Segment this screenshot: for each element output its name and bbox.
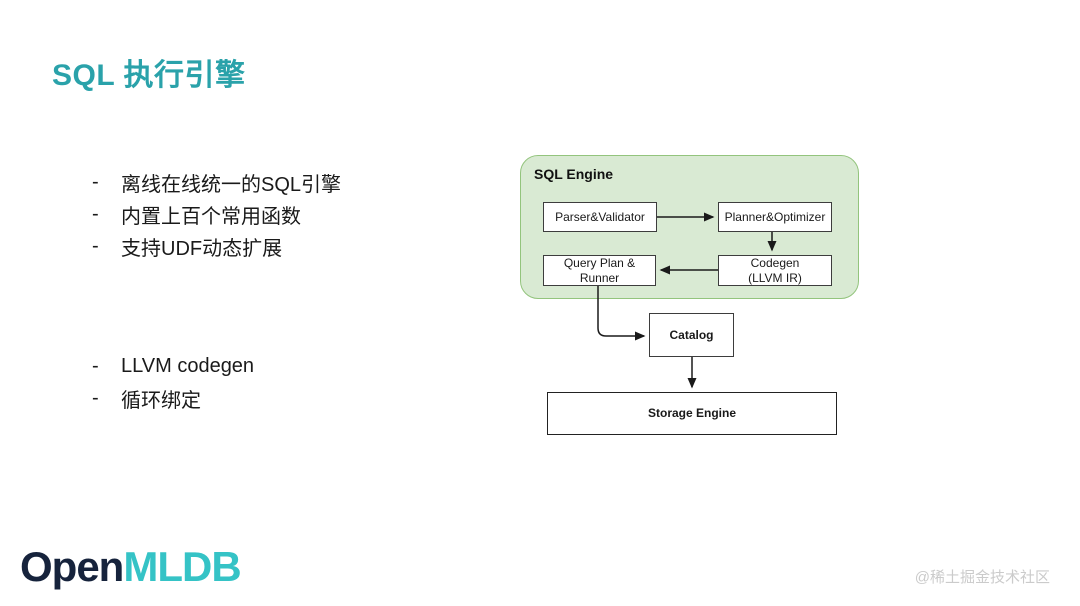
bullet-marker: - [92, 386, 99, 409]
bullet-text: LLVM codegen [121, 354, 255, 377]
node-planner-optimizer: Planner&Optimizer [718, 202, 832, 232]
list-item: - 支持UDF动态扩展 [92, 230, 341, 262]
bullet-text: 循环绑定 [121, 389, 201, 412]
watermark: @稀土掘金技术社区 [914, 569, 1050, 586]
page-title: SQL 执行引擎 [52, 59, 246, 92]
node-codegen-llvm-ir: Codegen (LLVM IR) [718, 255, 832, 286]
node-query-plan-runner: Query Plan & Runner [543, 255, 656, 286]
bullet-text: 离线在线统一的SQL引擎 [121, 173, 342, 196]
list-item: - 内置上百个常用函数 [92, 198, 341, 230]
logo-text-mldb: MLDB [123, 543, 241, 590]
logo-text-open: Open [20, 543, 124, 590]
sql-engine-container-label: SQL Engine [534, 166, 614, 182]
bullet-marker: - [92, 234, 99, 257]
bullet-text: 支持UDF动态扩展 [121, 237, 283, 260]
node-catalog: Catalog [649, 313, 734, 357]
list-item: - LLVM codegen [92, 350, 254, 382]
bullet-list-bottom: - LLVM codegen - 循环绑定 [92, 350, 254, 414]
bullet-marker: - [92, 354, 99, 377]
node-parser-validator: Parser&Validator [543, 202, 657, 232]
list-item: - 离线在线统一的SQL引擎 [92, 166, 341, 198]
node-storage-engine: Storage Engine [547, 392, 837, 435]
sql-engine-diagram: SQL Engine Parser&Validator Planner&Opti… [500, 140, 880, 450]
bullet-list-top: - 离线在线统一的SQL引擎 - 内置上百个常用函数 - 支持UDF动态扩展 [92, 166, 341, 262]
bullet-text: 内置上百个常用函数 [121, 205, 301, 228]
list-item: - 循环绑定 [92, 382, 254, 414]
openmldb-logo: OpenMLDB [20, 543, 242, 590]
bullet-marker: - [92, 202, 99, 225]
bullet-marker: - [92, 170, 99, 193]
